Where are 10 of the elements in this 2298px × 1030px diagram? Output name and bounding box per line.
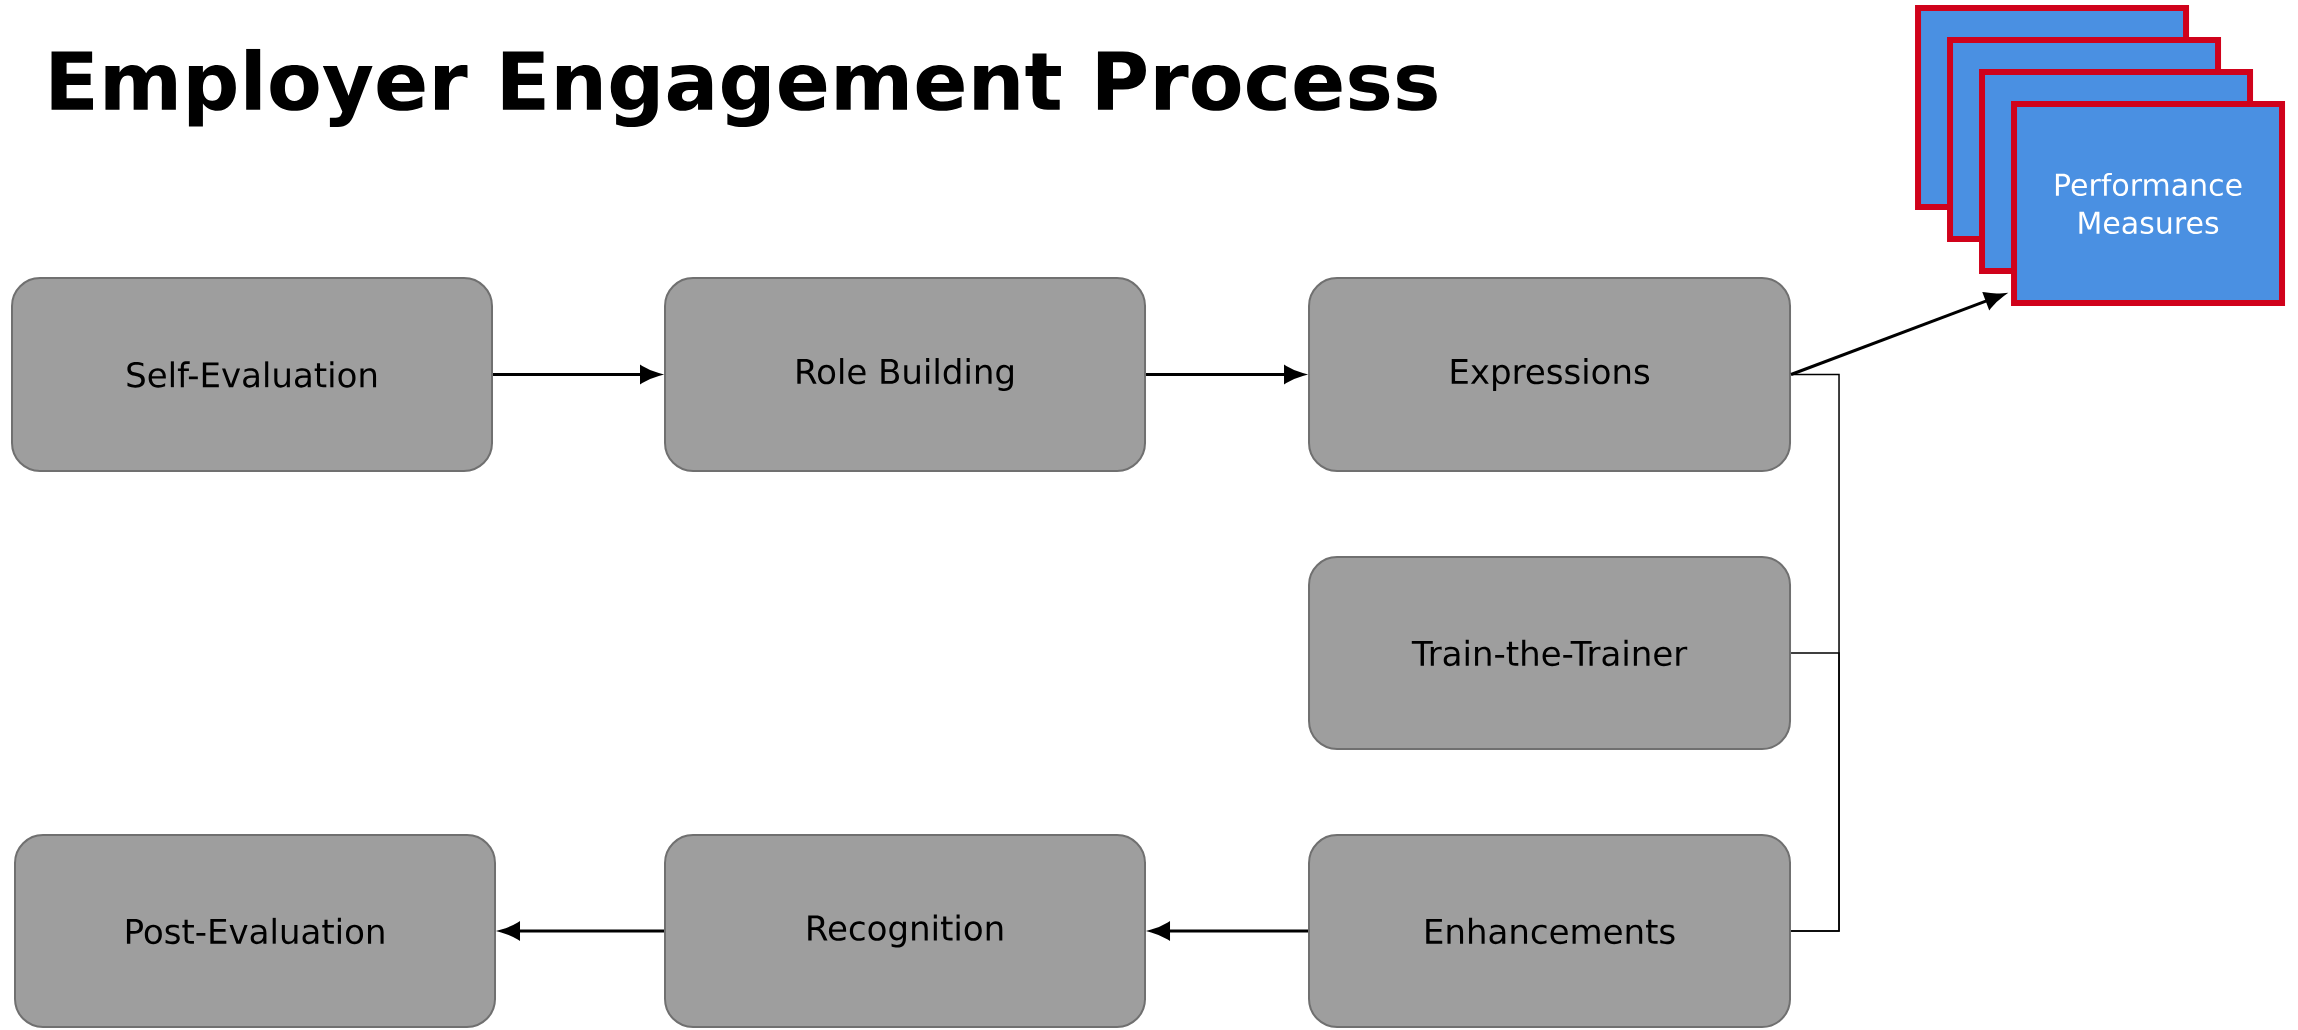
process-box: Role Building	[664, 277, 1146, 472]
process-box: Self-Evaluation	[11, 277, 493, 472]
process-box: Recognition	[664, 834, 1146, 1028]
process-box: Post-Evaluation	[14, 834, 496, 1028]
title: Employer Engagement Process	[51, 48, 1437, 127]
connector-line	[1790, 652, 1840, 932]
process-box: Enhancements	[1308, 834, 1792, 1028]
process-box: Expressions	[1308, 277, 1792, 472]
card: Performance Measures	[2011, 101, 2286, 306]
process-box: Train-the-Trainer	[1308, 556, 1792, 750]
